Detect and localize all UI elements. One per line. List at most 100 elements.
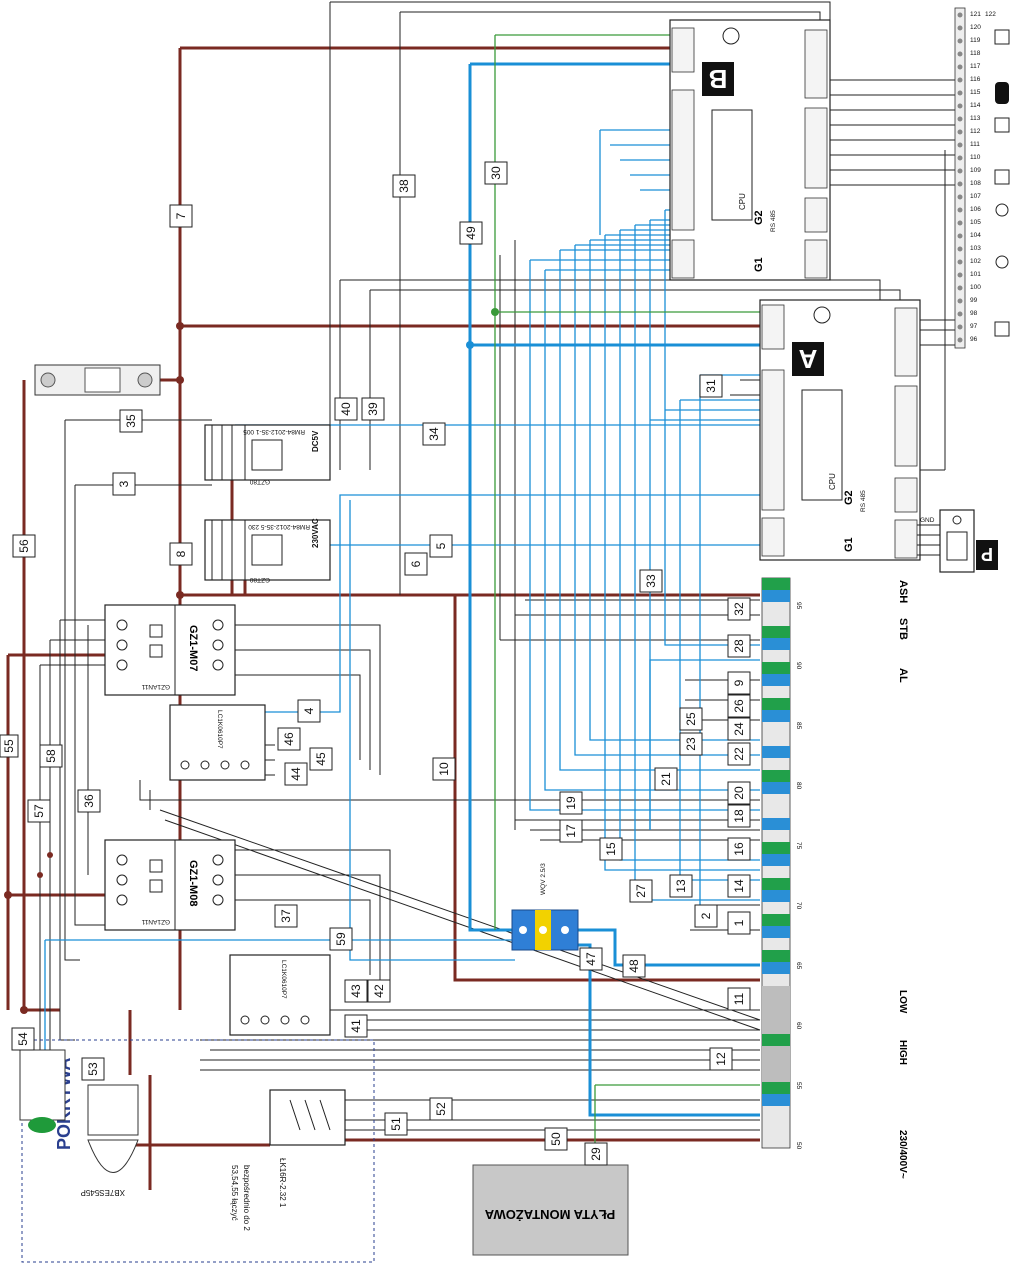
junction-green <box>491 308 499 316</box>
wire-label-36: 36 <box>82 794 96 808</box>
right-num-24: 120 <box>970 24 981 31</box>
wire-blue-cpu-a <box>650 374 760 421</box>
right-terminal-strip: 96 97 98 99 100 101 102 103 104 105 106 … <box>954 7 1010 349</box>
wire-thin-3 <box>235 624 381 775</box>
main-terminal-strip <box>761 577 791 1149</box>
wire-label-27: 27 <box>634 884 648 898</box>
wire-56 <box>22 380 60 1012</box>
wire-label-19: 19 <box>564 796 578 810</box>
tnum-50: 50 <box>795 1142 802 1150</box>
right-num-11: 107 <box>970 193 981 200</box>
contactor-gz1-m07: GZ1-M07 GZ1AN11 <box>104 604 236 696</box>
module-b-g2: G2 <box>753 210 765 225</box>
wire-label-13: 13 <box>674 879 688 893</box>
wire-label-33: 33 <box>644 574 658 588</box>
right-num-4: 100 <box>970 284 981 291</box>
wire-label-17: 17 <box>564 824 578 838</box>
wire-label-30: 30 <box>489 166 503 180</box>
right-num-17: 113 <box>970 115 981 122</box>
wire-30 <box>494 34 672 930</box>
wire-label-45: 45 <box>314 752 328 766</box>
tgroup-ash: ASH <box>897 580 909 603</box>
wire-thin-8 <box>330 1009 760 1031</box>
circuit-breaker <box>34 364 161 396</box>
right-num-7: 103 <box>970 245 981 252</box>
wire-coil-m08 <box>8 653 110 897</box>
wire-label-42: 42 <box>372 984 386 998</box>
wire-label-29: 29 <box>589 1147 603 1161</box>
wire-label-6: 6 <box>409 560 423 567</box>
wire-label-48: 48 <box>627 959 641 973</box>
cover-region <box>21 1039 375 1263</box>
wire-label-8: 8 <box>174 550 188 557</box>
wire-main-b <box>453 595 760 982</box>
wire-7 <box>150 46 760 1010</box>
wire-label-22: 22 <box>732 747 746 761</box>
wire-thin-16 <box>830 79 960 186</box>
wire-4 <box>265 494 760 713</box>
rm84-1-type: RM84-2012-35-1 005 <box>243 428 305 435</box>
right-num-10: 106 <box>970 206 981 213</box>
wire-10 <box>349 500 515 961</box>
mounting-plate <box>472 1164 629 1256</box>
wire-thin-18 <box>730 379 760 396</box>
wire-label-49: 49 <box>464 226 478 240</box>
wire-thin-5 <box>265 744 275 776</box>
rm84-2-voltage: 230VAC <box>311 518 320 548</box>
wire-blue-28 <box>649 659 760 830</box>
right-num-15: 111 <box>970 141 980 148</box>
lamp-type-label: XB7ES545P <box>81 1188 125 1197</box>
gz1-m08-name: GZ1-M08 <box>187 860 199 906</box>
wire-59 <box>44 939 515 1050</box>
module-a-rs485: RS 485 <box>860 490 867 512</box>
wire-blue-cpu-b <box>530 209 672 271</box>
wire-label-11: 11 <box>732 992 746 1005</box>
wire-label-39: 39 <box>366 402 380 416</box>
right-num-26: 122 <box>985 11 996 18</box>
wire-label-43: 43 <box>349 984 363 998</box>
rm84-1-base: GZT80 <box>249 478 270 485</box>
gz1-m08-sub: GZ1AN11 <box>141 918 170 925</box>
module-a: A CPU G2 G1 RS 485 <box>759 299 921 561</box>
tnum-65: 65 <box>795 962 802 970</box>
wire-label-31: 31 <box>704 379 718 393</box>
tnum-75: 75 <box>795 842 802 850</box>
wire-label-7: 7 <box>174 212 188 219</box>
wqv-label: WQV 2.5/3 <box>540 863 547 895</box>
panel-p-label: P <box>981 544 993 564</box>
tgroup-supply: 230/400V~ <box>897 1130 908 1179</box>
wire-label-20: 20 <box>732 786 746 800</box>
wire-label-16: 16 <box>732 842 746 856</box>
module-a-g2: G2 <box>843 490 855 505</box>
mounting-plate-label: PŁYTA MONTAŻOWA <box>484 1207 615 1222</box>
panel-p-gnd: GND <box>920 517 935 524</box>
wire-label-59: 59 <box>334 932 348 946</box>
terminal-group-labels: 230/400V~ HIGH LOW AL STB ASH <box>897 580 909 1179</box>
wire-label-5: 5 <box>434 542 448 549</box>
wire-label-50: 50 <box>549 1132 563 1146</box>
wire-label-28: 28 <box>732 639 746 653</box>
wire-label-52: 52 <box>434 1102 448 1116</box>
wire-label-55: 55 <box>2 739 16 753</box>
rm84-2-type: RM84-2012-35-5 230 <box>248 523 310 530</box>
right-num-9: 105 <box>970 219 981 226</box>
main-terminal-numbers: 50 55 60 65 70 75 80 85 90 95 <box>795 602 802 1150</box>
wire-label-14: 14 <box>732 879 746 893</box>
wire-label-4: 4 <box>302 707 316 714</box>
wire-label-9: 9 <box>732 679 746 686</box>
rm84-2-base: GZT80 <box>249 576 270 583</box>
right-num-22: 118 <box>970 50 981 57</box>
wire-label-38: 38 <box>397 179 411 193</box>
tnum-55: 55 <box>795 1082 802 1090</box>
wire-thin-4 <box>235 849 391 1000</box>
gz1-m07-name: GZ1-M07 <box>187 625 199 671</box>
wire-lk-feed <box>128 1010 270 1190</box>
wire-48 <box>570 928 760 967</box>
wire-label-23: 23 <box>684 737 698 751</box>
wire-label-18: 18 <box>732 809 746 823</box>
wire-label-44: 44 <box>289 767 303 781</box>
right-num-16: 112 <box>970 128 981 135</box>
wire-label-58: 58 <box>44 749 58 763</box>
wire-label-34: 34 <box>427 427 441 441</box>
tnum-85: 85 <box>795 722 802 730</box>
